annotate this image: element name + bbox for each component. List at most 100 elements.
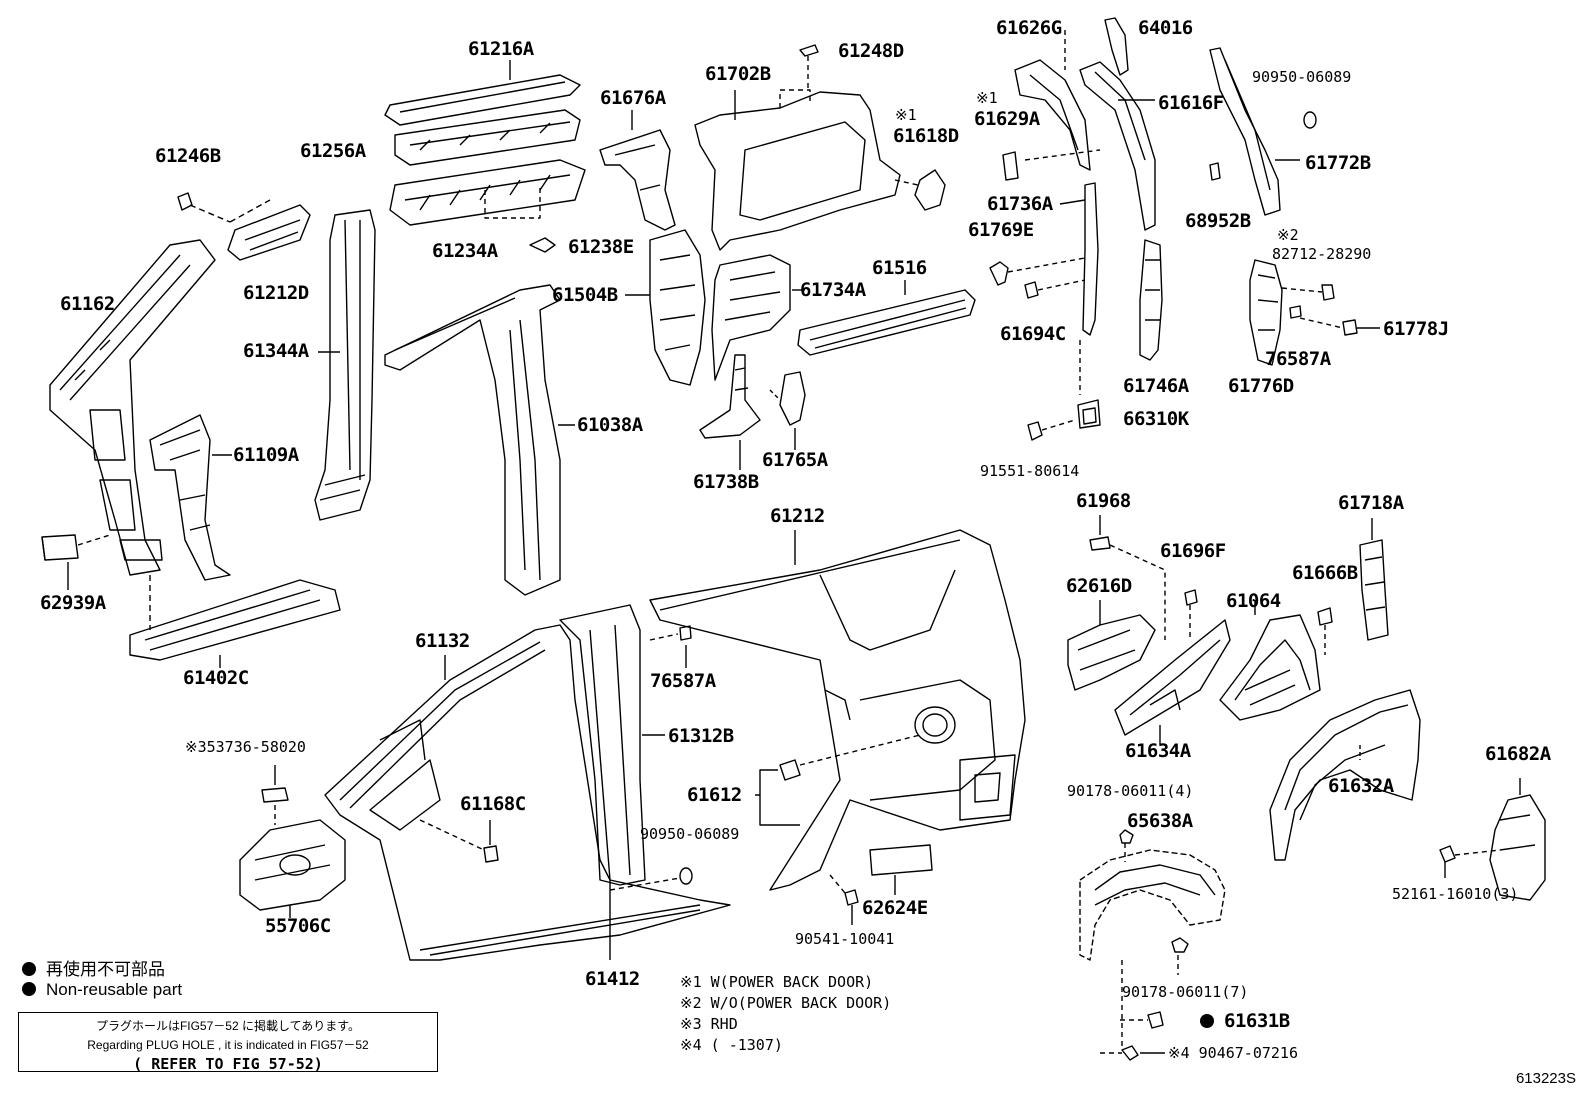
part-61765A bbox=[769, 371, 806, 450]
part-91551-80614 bbox=[1027, 419, 1076, 441]
label-61676A: 61676A bbox=[600, 87, 666, 109]
part-76587A-a bbox=[1289, 305, 1302, 319]
label-61629A-mark: ※1 bbox=[976, 89, 998, 107]
label-62624E: 62624E bbox=[862, 897, 928, 919]
label-61776D: 61776D bbox=[1228, 375, 1294, 397]
label-61629A: 61629A bbox=[974, 108, 1040, 130]
part-61212 bbox=[649, 529, 1026, 891]
part-61968 bbox=[1089, 515, 1166, 640]
part-61626G bbox=[1014, 30, 1101, 171]
part-61618D bbox=[894, 169, 946, 211]
label-90950-06089-b: 90950-06089 bbox=[640, 825, 740, 843]
label-61168C: 61168C bbox=[460, 793, 526, 815]
part-61632A bbox=[1269, 689, 1421, 861]
label-61618D: 61618D bbox=[893, 125, 959, 147]
part-61064 bbox=[1219, 600, 1321, 721]
label-62616D: 62616D bbox=[1066, 575, 1132, 597]
part-61402C bbox=[129, 575, 341, 668]
label-61696F: 61696F bbox=[1160, 540, 1226, 562]
label-61631B-wrap: 61631B bbox=[1200, 1010, 1290, 1032]
label-61238E: 61238E bbox=[568, 236, 634, 258]
refbox-line1: プラグホールはFIG57－52 に掲載してあります。 bbox=[95, 1019, 361, 1033]
part-61776D bbox=[1249, 259, 1283, 366]
label-64016: 64016 bbox=[1138, 17, 1193, 39]
label-90541-10041: 90541-10041 bbox=[795, 930, 895, 948]
label-68952B: 68952B bbox=[1185, 210, 1251, 232]
part-53736-58020 bbox=[261, 765, 289, 825]
label-62939A: 62939A bbox=[40, 592, 106, 614]
note-2: ※2 W/O(POWER BACK DOOR) bbox=[680, 994, 892, 1012]
part-61212D bbox=[227, 204, 311, 261]
label-61968: 61968 bbox=[1076, 490, 1131, 512]
part-61702B bbox=[694, 44, 901, 251]
part-61612 bbox=[755, 734, 921, 826]
note-3: ※3 RHD bbox=[680, 1015, 738, 1033]
part-52161-16010 bbox=[1439, 845, 1501, 878]
part-61168C bbox=[419, 819, 499, 863]
label-61162: 61162 bbox=[60, 293, 115, 315]
label-61216A: 61216A bbox=[468, 38, 534, 60]
label-52161-16010: 52161-16010(3) bbox=[1392, 885, 1519, 903]
part-61738B bbox=[699, 354, 761, 470]
part-90541-10041 bbox=[829, 874, 859, 925]
note-1: ※1 W(POWER BACK DOOR) bbox=[680, 973, 874, 991]
part-61718A bbox=[1359, 518, 1389, 641]
part-61216A bbox=[384, 60, 581, 126]
label-61132: 61132 bbox=[415, 630, 470, 652]
part-61238E bbox=[529, 237, 556, 253]
label-61246B: 61246B bbox=[155, 145, 221, 167]
bullet-icon bbox=[22, 962, 36, 976]
label-90950-06089-a: 90950-06089 bbox=[1252, 68, 1352, 86]
part-61234A bbox=[389, 159, 586, 226]
figure-id: 613223S bbox=[1515, 1070, 1576, 1087]
part-61109A bbox=[149, 414, 232, 581]
part-61676A bbox=[599, 110, 676, 231]
part-62616D bbox=[1067, 600, 1156, 691]
label-61612: 61612 bbox=[687, 784, 742, 806]
label-61769E: 61769E bbox=[968, 219, 1034, 241]
label-61746A: 61746A bbox=[1123, 375, 1189, 397]
part-55706C bbox=[239, 819, 346, 918]
label-76587A-b: 76587A bbox=[650, 670, 716, 692]
part-61634A bbox=[1114, 619, 1231, 745]
part-61162 bbox=[49, 239, 216, 576]
label-61312B: 61312B bbox=[668, 725, 734, 747]
label-53736-58020: ※353736-58020 bbox=[185, 738, 306, 756]
label-61616F: 61616F bbox=[1158, 92, 1224, 114]
legend-jp-text: 再使用不可部品 bbox=[46, 960, 165, 979]
part-61769E bbox=[989, 257, 1086, 286]
label-61682A: 61682A bbox=[1485, 743, 1551, 765]
part-61516 bbox=[797, 280, 976, 356]
part-61256A bbox=[394, 109, 581, 166]
bullet-icon bbox=[22, 982, 36, 996]
label-61772B: 61772B bbox=[1305, 152, 1371, 174]
label-61212: 61212 bbox=[770, 505, 825, 527]
label-61618D-mark: ※1 bbox=[895, 106, 917, 124]
part-61504B bbox=[625, 229, 706, 386]
part-61772B bbox=[1209, 47, 1300, 216]
label-55706C: 55706C bbox=[265, 915, 331, 937]
label-61402C: 61402C bbox=[183, 667, 249, 689]
label-66310K: 66310K bbox=[1123, 408, 1189, 430]
label-61344A: 61344A bbox=[243, 340, 309, 362]
label-61504B: 61504B bbox=[552, 284, 618, 306]
part-90950-06089-b bbox=[609, 867, 693, 891]
part-65638A bbox=[1079, 829, 1226, 961]
plug-hole-reference-box: プラグホールはFIG57－52 に掲載してあります。 Regarding PLU… bbox=[18, 1012, 438, 1073]
label-90178-06011-4: 90178-06011(4) bbox=[1067, 782, 1194, 800]
label-61738B: 61738B bbox=[693, 471, 759, 493]
label-61634A: 61634A bbox=[1125, 740, 1191, 762]
legend-en: Non-reusable part bbox=[22, 980, 182, 1000]
label-61632A: 61632A bbox=[1328, 775, 1394, 797]
part-61132 bbox=[324, 624, 731, 961]
label-76587A-a: 76587A bbox=[1265, 348, 1331, 370]
legend-jp: 再使用不可部品 bbox=[22, 955, 165, 980]
part-61694C bbox=[1024, 279, 1086, 299]
part-61038A bbox=[384, 284, 575, 596]
label-61234A: 61234A bbox=[432, 240, 498, 262]
part-64016 bbox=[1104, 17, 1129, 76]
label-61736A: 61736A bbox=[987, 193, 1053, 215]
part-61616F bbox=[1079, 61, 1156, 231]
part-62939A bbox=[41, 534, 111, 590]
